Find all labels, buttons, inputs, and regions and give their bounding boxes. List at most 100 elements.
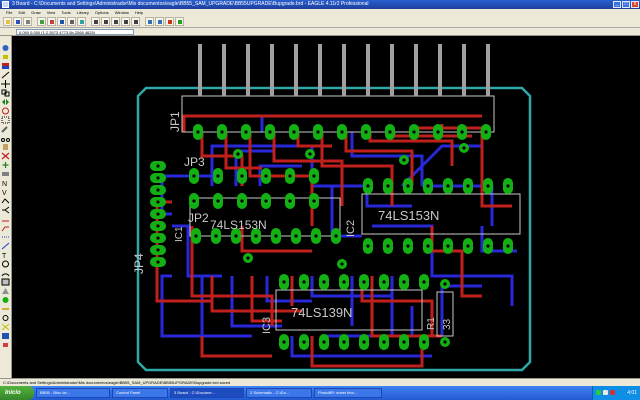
drill-73 — [156, 260, 160, 264]
cam-button[interactable] — [37, 17, 46, 26]
hole-tool[interactable] — [1, 309, 10, 321]
rotate-tool[interactable] — [1, 102, 10, 115]
polygon-tool[interactable] — [1, 282, 10, 294]
board-button[interactable] — [57, 17, 66, 26]
go-button[interactable] — [175, 17, 184, 26]
task-control-panel[interactable]: Control Panel — [112, 388, 168, 398]
autorouter-tool[interactable] — [1, 327, 10, 339]
task-board-editor[interactable]: 3 Board - C:\Docume... — [170, 388, 244, 398]
drill-30 — [294, 234, 298, 238]
change-tool[interactable] — [1, 120, 10, 133]
arc-tool[interactable] — [1, 264, 10, 277]
parameter-bar: 0.050 0.050 (1.2.3573 4773.5b.2068 4625) — [0, 28, 640, 36]
zoom-in-button[interactable] — [101, 17, 110, 26]
schematic-icon — [50, 20, 54, 24]
undo-button[interactable] — [145, 17, 154, 26]
mirror-tool[interactable] — [1, 93, 10, 105]
delete-tool[interactable] — [1, 147, 10, 160]
network-icon[interactable] — [596, 390, 601, 395]
polygon-icon — [2, 288, 9, 294]
drill-38 — [466, 184, 470, 188]
maximize-button[interactable]: □ — [622, 1, 630, 8]
optimize-tool[interactable] — [1, 210, 10, 222]
board-outline-path — [136, 86, 532, 372]
menu-draw[interactable]: Draw — [31, 10, 41, 15]
zoom-select-button[interactable] — [131, 17, 140, 26]
ratsnest-tool[interactable] — [1, 318, 10, 331]
rect-tool[interactable] — [1, 273, 10, 286]
wire-tool[interactable] — [1, 237, 10, 250]
show-tool[interactable] — [1, 48, 10, 59]
board-canvas[interactable]: JP1 JP3 JP2 IC1 74LS153N IC2 74LS153N IC… — [12, 36, 640, 378]
redo-button[interactable] — [155, 17, 164, 26]
zoom-fit-button[interactable] — [91, 17, 100, 26]
stop-button[interactable] — [165, 17, 174, 26]
mirror-icon — [2, 99, 9, 105]
paste-tool[interactable] — [1, 138, 10, 150]
text-tool[interactable]: T — [1, 246, 10, 260]
split-icon — [2, 206, 10, 214]
task-schematic-editor[interactable]: 2 Schematic - C:\Do... — [246, 388, 312, 398]
name-icon: N — [2, 181, 7, 188]
smash-tool[interactable] — [1, 192, 10, 204]
menu-help[interactable]: Help — [134, 10, 144, 15]
window-title: 3 Board - C:\Documents and Settings\Admi… — [12, 1, 369, 7]
ripup-tool[interactable] — [1, 228, 10, 238]
value-tool[interactable]: V — [1, 183, 10, 197]
run-button[interactable] — [77, 17, 86, 26]
rectangle-icon — [1, 278, 10, 286]
menu-window[interactable]: Window — [114, 10, 129, 15]
group-tool[interactable] — [1, 111, 10, 124]
drill-41 — [366, 244, 370, 248]
wrench-icon — [1, 126, 8, 133]
mark-tool[interactable] — [1, 66, 10, 79]
cut-tool[interactable] — [1, 129, 10, 142]
bottom-trace-5 — [350, 132, 424, 186]
redraw-button[interactable] — [121, 17, 130, 26]
via-icon — [2, 297, 9, 303]
schematic-button[interactable] — [47, 17, 56, 26]
task-notepad[interactable]: BB55 - Bloc de... — [36, 388, 110, 398]
copy-tool[interactable] — [1, 84, 10, 97]
split-tool[interactable] — [1, 201, 10, 214]
via-tool[interactable] — [1, 291, 10, 303]
replace-tool[interactable] — [1, 165, 10, 176]
drill-26 — [214, 234, 218, 238]
hole-icon — [2, 315, 9, 321]
route-tool[interactable] — [1, 219, 10, 232]
erc-tool[interactable] — [1, 336, 10, 347]
zoom-select-icon — [134, 20, 138, 24]
drill-32 — [334, 234, 338, 238]
drill-22 — [264, 199, 268, 203]
save-button[interactable] — [13, 17, 22, 26]
name-tool[interactable]: N — [1, 174, 10, 188]
zoom-out-button[interactable] — [111, 17, 120, 26]
redo-icon — [158, 20, 162, 24]
cam-icon — [40, 20, 44, 24]
menu-view[interactable]: View — [46, 10, 56, 15]
task-photo[interactable]: PhotoBR: sheet bbo... — [314, 388, 382, 398]
jp1-header-pin — [390, 44, 394, 96]
add-tool[interactable] — [1, 156, 10, 168]
circle-tool[interactable] — [1, 255, 10, 268]
menu-library[interactable]: Library — [76, 10, 89, 15]
print-button[interactable] — [23, 17, 32, 26]
antivirus-icon[interactable] — [610, 390, 615, 395]
info-tool[interactable] — [1, 39, 10, 51]
volume-icon[interactable] — [603, 390, 608, 395]
close-button[interactable]: x — [631, 1, 639, 8]
minimize-button[interactable]: _ — [613, 1, 621, 8]
script-button[interactable] — [67, 17, 76, 26]
floppy-icon — [16, 20, 20, 24]
menu-tools[interactable]: Tools — [61, 10, 71, 15]
drill-49 — [282, 280, 286, 284]
menu-options[interactable]: Options — [94, 10, 109, 15]
svg-text:T: T — [2, 253, 7, 259]
menu-file[interactable]: File — [6, 10, 13, 15]
display-tool[interactable] — [1, 57, 10, 69]
signal-tool[interactable] — [1, 300, 10, 310]
menu-edit[interactable]: Edit — [18, 10, 26, 15]
move-tool[interactable] — [1, 75, 10, 88]
open-button[interactable] — [3, 17, 12, 26]
start-button[interactable]: Inicio — [0, 386, 34, 400]
